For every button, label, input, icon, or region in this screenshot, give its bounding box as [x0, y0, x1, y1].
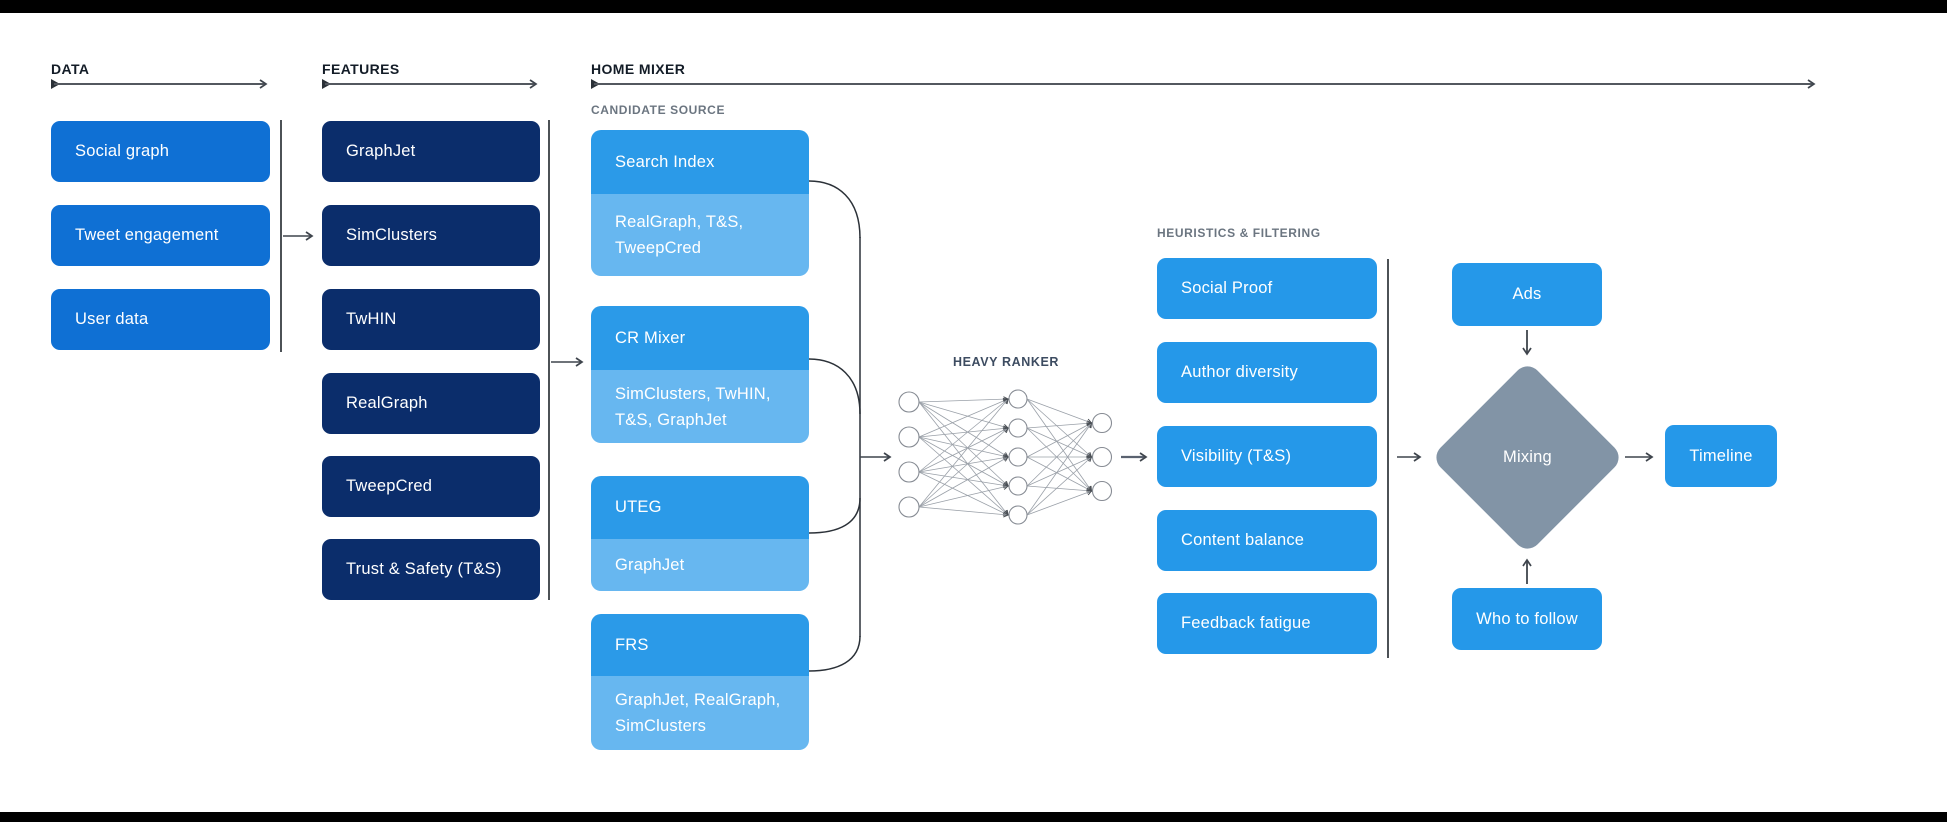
data-header-arrow	[51, 79, 268, 89]
ads-box: Ads	[1452, 263, 1602, 326]
data-box-tweet-engagement: Tweet engagement	[51, 205, 270, 266]
candidate-box-cr-mixer: CR Mixer SimClusters, TwHIN, T&S, GraphJ…	[591, 306, 809, 443]
bottom-black-bar	[0, 812, 1947, 822]
candidate-sources: SimClusters, TwHIN, T&S, GraphJet	[591, 370, 809, 443]
timeline-box: Timeline	[1665, 425, 1777, 487]
top-black-bar	[0, 0, 1947, 13]
home-mixer-section-label: HOME MIXER	[591, 61, 686, 77]
candidate-box-search-index: Search Index RealGraph, T&S, TweepCred	[591, 130, 809, 276]
candidate-name: UTEG	[591, 476, 809, 539]
heuristic-box-visibility: Visibility (T&S)	[1157, 426, 1377, 487]
feature-box-realgraph: RealGraph	[322, 373, 540, 434]
data-box-user-data: User data	[51, 289, 270, 350]
candidate-collector-curves	[808, 180, 861, 672]
features-header-arrow	[322, 79, 538, 89]
heavy-ranker-label: HEAVY RANKER	[952, 355, 1060, 369]
feature-box-tweepcred: TweepCred	[322, 456, 540, 517]
heuristics-label: HEURISTICS & FILTERING	[1157, 226, 1321, 240]
candidate-sources: GraphJet, RealGraph, SimClusters	[591, 676, 809, 750]
heuristic-box-social-proof: Social Proof	[1157, 258, 1377, 319]
candidate-name: CR Mixer	[591, 306, 809, 370]
features-section-label: FEATURES	[322, 61, 400, 77]
mixing-diamond-label: Mixing	[1503, 447, 1552, 466]
feature-box-graphjet: GraphJet	[322, 121, 540, 182]
data-section-label: DATA	[51, 61, 90, 77]
who-to-follow-box: Who to follow	[1452, 588, 1602, 650]
candidate-sources: RealGraph, T&S, TweepCred	[591, 194, 809, 276]
candidate-box-frs: FRS GraphJet, RealGraph, SimClusters	[591, 614, 809, 750]
candidate-sources: GraphJet	[591, 539, 809, 591]
feature-box-twhin: TwHIN	[322, 289, 540, 350]
candidate-source-label: CANDIDATE SOURCE	[591, 103, 726, 117]
feature-box-trust-safety: Trust & Safety (T&S)	[322, 539, 540, 600]
feature-box-simclusters: SimClusters	[322, 205, 540, 266]
candidate-name: Search Index	[591, 130, 809, 194]
home-mixer-header-arrow	[591, 79, 1816, 89]
heuristic-box-content-balance: Content balance	[1157, 510, 1377, 571]
heuristic-box-author-diversity: Author diversity	[1157, 342, 1377, 403]
candidate-name: FRS	[591, 614, 809, 676]
heuristic-box-feedback-fatigue: Feedback fatigue	[1157, 593, 1377, 654]
candidate-box-uteg: UTEG GraphJet	[591, 476, 809, 591]
data-box-social-graph: Social graph	[51, 121, 270, 182]
heavy-ranker-network	[898, 389, 1113, 525]
